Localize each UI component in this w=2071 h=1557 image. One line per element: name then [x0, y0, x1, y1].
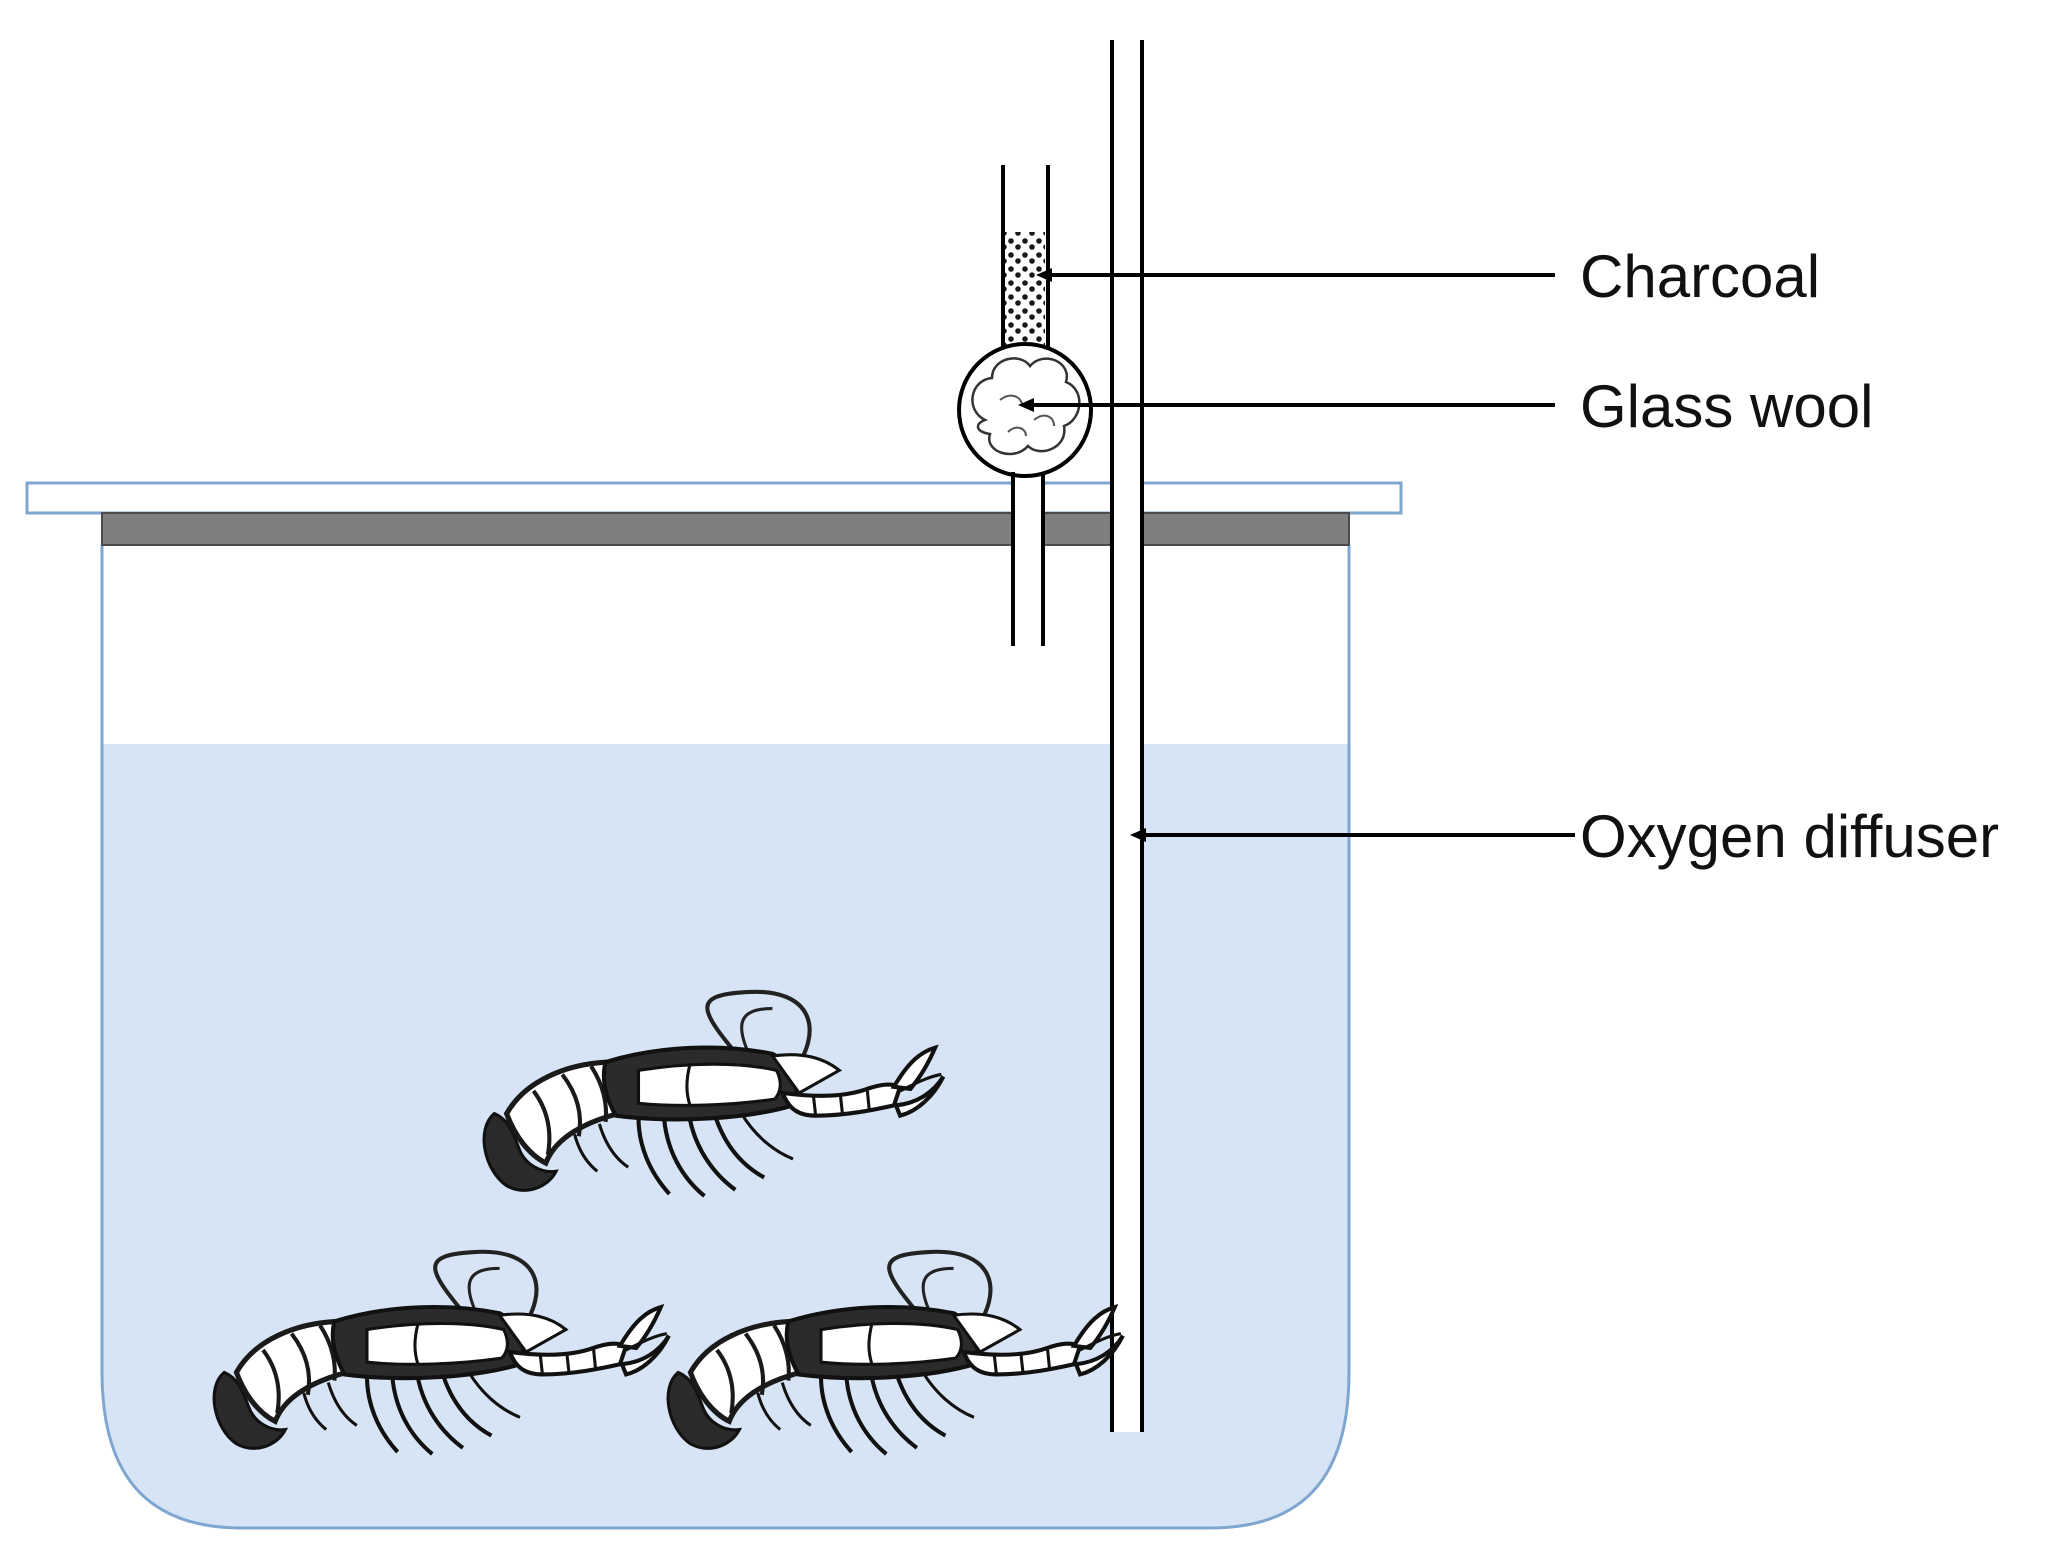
- label-oxygen-diffuser: Oxygen diffuser: [1580, 803, 1999, 870]
- label-charcoal: Charcoal: [1580, 243, 1820, 310]
- tank-outline: [100, 545, 1351, 1530]
- tank-lid: [25, 481, 1403, 515]
- oxygen-diffuser-tube: [1112, 40, 1142, 1432]
- tank-lid-band: [101, 512, 1350, 546]
- callout-charcoal: [1036, 268, 1555, 282]
- filter-tube: [957, 165, 1093, 646]
- callout-oxygen-diffuser: [1130, 828, 1575, 842]
- charcoal-fill: [1005, 232, 1045, 362]
- label-glass-wool: Glass wool: [1580, 373, 1873, 440]
- callout-glass-wool: [1018, 398, 1555, 412]
